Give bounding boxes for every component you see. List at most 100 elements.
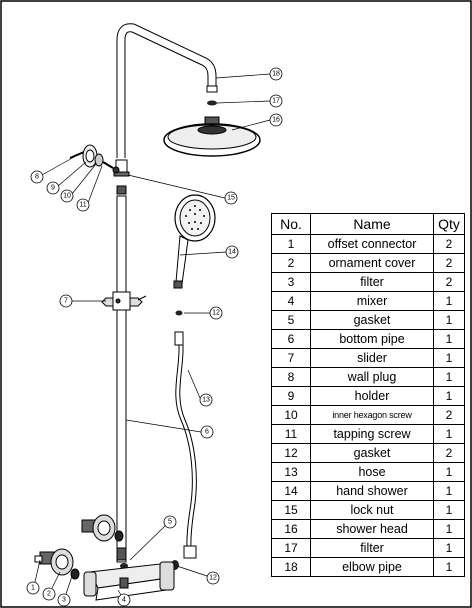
part-name: elbow pipe — [310, 557, 434, 577]
left-connectors-drawing — [34, 514, 124, 580]
part-number: 15 — [271, 500, 311, 520]
part-number: 18 — [271, 557, 311, 577]
callout-3: 3 — [62, 597, 66, 604]
part-name: hand shower — [310, 481, 434, 501]
part-name: shower head — [310, 519, 434, 539]
callout-9: 9 — [51, 185, 55, 192]
part-quantity: 1 — [433, 386, 465, 406]
part-quantity: 2 — [433, 443, 465, 463]
part-number: 14 — [271, 481, 311, 501]
part-name: holder — [310, 386, 434, 406]
part-number: 1 — [271, 234, 311, 254]
part-quantity: 2 — [433, 234, 465, 254]
part-number: 13 — [271, 462, 311, 482]
callout-8: 8 — [35, 174, 39, 181]
callout-13: 13 — [202, 397, 210, 404]
part-name: ornament cover — [310, 253, 434, 273]
hand-shower-drawing — [173, 194, 216, 289]
upper-gasket-drawing — [175, 310, 183, 316]
callout-5: 5 — [168, 519, 172, 526]
part-name: lock nut — [310, 500, 434, 520]
part-quantity: 1 — [433, 424, 465, 444]
part-name: offset connector — [310, 234, 434, 254]
part-quantity: 1 — [433, 481, 465, 501]
shower-head-drawing — [163, 116, 261, 157]
part-number: 7 — [271, 348, 311, 368]
callout-10: 10 — [63, 193, 71, 200]
callout-7: 7 — [64, 298, 68, 305]
part-number: 16 — [271, 519, 311, 539]
column-header-no: No. — [271, 213, 311, 235]
part-quantity: 1 — [433, 367, 465, 387]
wall-mount-drawing — [69, 144, 120, 174]
part-name: hose — [310, 462, 434, 482]
callout-15: 15 — [227, 195, 235, 202]
part-name: gasket — [310, 443, 434, 463]
part-quantity: 2 — [433, 405, 465, 425]
column-header-name: Name — [310, 213, 434, 235]
callout-17: 17 — [272, 98, 280, 105]
part-name: inner hexagon screw — [310, 405, 434, 425]
part-name: wall plug — [310, 367, 434, 387]
slider-drawing — [101, 291, 147, 311]
callout-numbers: 18 17 16 15 14 12 13 6 7 8 9 10 11 5 12 … — [31, 71, 280, 604]
part-name: gasket — [310, 310, 434, 330]
elbow-pipe-drawing — [116, 23, 218, 158]
hose-drawing — [174, 331, 197, 559]
part-quantity: 1 — [433, 348, 465, 368]
part-number: 17 — [271, 538, 311, 558]
part-number: 8 — [271, 367, 311, 387]
part-quantity: 1 — [433, 310, 465, 330]
part-number: 11 — [271, 424, 311, 444]
callout-6: 6 — [205, 429, 209, 436]
part-quantity: 2 — [433, 272, 465, 292]
part-number: 3 — [271, 272, 311, 292]
part-number: 12 — [271, 443, 311, 463]
part-name: mixer — [310, 291, 434, 311]
part-quantity: 1 — [433, 291, 465, 311]
part-number: 5 — [271, 310, 311, 330]
column-header-qty: Qty — [433, 213, 465, 235]
leader-lines — [34, 73, 271, 601]
part-number: 4 — [271, 291, 311, 311]
part-number: 9 — [271, 386, 311, 406]
callout-14: 14 — [228, 249, 236, 256]
mixer-drawing — [83, 561, 175, 601]
callout-2: 2 — [47, 591, 51, 598]
part-quantity: 1 — [433, 329, 465, 349]
part-number: 10 — [271, 405, 311, 425]
callout-12-upper: 12 — [212, 310, 220, 317]
part-number: 2 — [271, 253, 311, 273]
part-name: filter — [310, 538, 434, 558]
part-quantity: 1 — [433, 519, 465, 539]
part-name: tapping screw — [310, 424, 434, 444]
part-quantity: 1 — [433, 538, 465, 558]
parts-table-header-row: No. Name Qty — [271, 213, 465, 235]
callout-12-lower: 12 — [209, 575, 217, 582]
callout-18: 18 — [272, 71, 280, 78]
callout-11: 11 — [79, 202, 86, 209]
part-quantity: 2 — [433, 253, 465, 273]
callout-labels — [26, 67, 283, 607]
part-quantity: 1 — [433, 462, 465, 482]
part-quantity: 1 — [433, 500, 465, 520]
